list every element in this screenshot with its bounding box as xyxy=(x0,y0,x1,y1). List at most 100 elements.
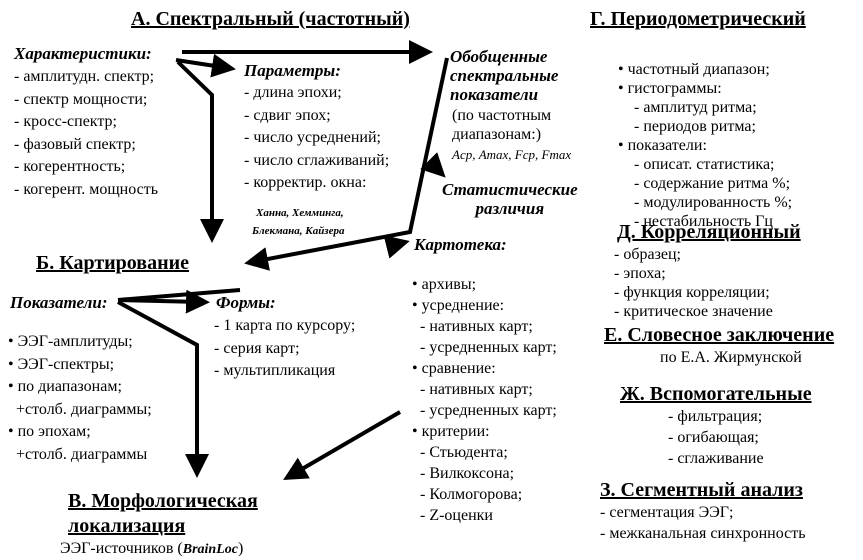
list-item: • гистограммы: xyxy=(618,80,722,97)
forms-title: Формы: xyxy=(216,293,276,312)
params-list: - длина эпохи; - сдвиг эпох; - число усред… xyxy=(244,82,389,195)
windows-line: Ханна, Хемминга, xyxy=(256,207,344,219)
title-line: спектральные xyxy=(450,66,559,85)
section-g-title: Г. Периодометрический xyxy=(590,8,806,30)
section-d-title: Д. Корреляционный xyxy=(617,221,801,243)
list-item: - образец; xyxy=(614,246,681,263)
characteristics-list: - амплитудн. спектр; - спектр мощности; - … xyxy=(14,66,158,201)
params-title: Параметры: xyxy=(244,61,341,80)
generalized-vars: Aср, Amax, Fср, Fmax xyxy=(452,147,572,162)
list-item: • ЭЭГ-спектры; xyxy=(8,355,115,373)
list-item: - функция корреляции; xyxy=(614,284,770,301)
title-line: локализация xyxy=(68,515,186,537)
indicators-list: • ЭЭГ-амплитуды; • ЭЭГ-спектры; • по диапа… xyxy=(8,315,152,466)
subtitle-text: ЭЭГ-источников ( xyxy=(60,540,183,557)
section-z-title: З. Сегментный анализ xyxy=(600,479,803,501)
list-item: - длина эпохи; xyxy=(244,84,342,101)
generalized-subtitle: (по частотным диапазонам:) xyxy=(452,106,551,144)
list-item: - содержание ритма %; xyxy=(618,175,791,192)
list-item: - нативных карт; xyxy=(412,318,533,335)
title-line: Обобщенные xyxy=(450,47,548,66)
list-item: +столб. диаграммы; xyxy=(8,400,152,418)
subtitle-end: ) xyxy=(237,540,244,557)
subtitle-line: диапазонам:) xyxy=(452,126,542,143)
subtitle-line: (по частотным xyxy=(452,107,552,124)
list-item: - периодов ритма; xyxy=(618,118,756,135)
brainloc-label: BrainLoc xyxy=(182,542,238,557)
section-d-list: - образец; - эпоха; - функция корреляции; -… xyxy=(614,245,773,321)
list-item: - 1 карта по курсору; xyxy=(214,317,356,334)
list-item: • архивы; xyxy=(412,276,477,293)
connector-line xyxy=(117,288,241,302)
cardfile-title: Картотека: xyxy=(414,235,507,254)
list-item: - огибающая; xyxy=(668,429,759,446)
arrow-to-stat xyxy=(420,152,446,178)
list-item: - мультипликация xyxy=(214,362,336,379)
list-item: • усреднение: xyxy=(412,297,505,314)
list-item: - усредненных карт; xyxy=(412,339,557,356)
list-item: - сдвиг эпох; xyxy=(244,106,331,124)
list-item: - межканальная синхронность xyxy=(600,525,806,542)
list-item: • ЭЭГ-амплитуды; xyxy=(8,333,133,350)
arrow-to-localization xyxy=(117,300,209,478)
list-item: - сегментация ЭЭГ; xyxy=(600,504,734,521)
list-item: - фильтрация; xyxy=(668,408,763,425)
section-a-title: А. Спектральный (частотный) xyxy=(131,8,410,30)
list-item: - эпоха; xyxy=(614,265,666,282)
list-item: • частотный диапазон; xyxy=(618,61,770,78)
arrow-to-params xyxy=(175,53,236,78)
list-item: - серия карт; xyxy=(214,339,300,357)
list-item: - спектр мощности; xyxy=(14,90,148,108)
list-item: - Колмогорова; xyxy=(412,486,523,503)
list-item: - Вилкоксона; xyxy=(412,465,515,482)
list-item: - усредненных карт; xyxy=(412,402,557,419)
section-b-title: Б. Картирование xyxy=(36,252,190,274)
section-zh-list: - фильтрация; - огибающая; - сглаживание xyxy=(668,406,764,469)
section-v-subtitle: ЭЭГ-источников (BrainLoc) xyxy=(60,541,243,557)
list-item: - когерентность; xyxy=(14,158,126,175)
arrow-to-mapping xyxy=(176,60,224,243)
list-item: - описат. статистика; xyxy=(618,156,775,173)
section-z-list: - сегментация ЭЭГ; - межканальная синхрон… xyxy=(600,502,806,544)
cardfile-list: • архивы;• усреднение: - нативных карт; … xyxy=(412,258,557,526)
arrow-cardfile-to-localization xyxy=(283,410,402,481)
list-item: - Стьюдента; xyxy=(412,444,508,461)
list-item: - модулированность %; xyxy=(618,194,793,211)
section-zh-title: Ж. Вспомогательные xyxy=(620,383,812,405)
list-item: - критическое значение xyxy=(614,303,773,320)
list-item: +столб. диаграммы xyxy=(8,445,148,463)
list-item: - амплитудн. спектр; xyxy=(14,68,155,85)
list-item: - число усреднений; xyxy=(244,129,381,146)
list-item: • по диапазонам; xyxy=(8,378,122,395)
section-v-title: В. Морфологическая локализация xyxy=(68,489,258,539)
list-item: - нестабильность Гц xyxy=(618,213,773,230)
list-item: • сравнение: xyxy=(412,360,496,377)
list-item: - сглаживание xyxy=(668,450,764,467)
characteristics-title: Характеристики: xyxy=(14,44,152,63)
windows-line: Блекмана, Кайзера xyxy=(252,225,345,237)
list-item: • критерии: xyxy=(412,423,490,440)
forms-list: - 1 карта по курсору; - серия карт; - муль… xyxy=(214,315,355,383)
list-item: - фазовый спектр; xyxy=(14,135,136,153)
list-item: - Z-оценки xyxy=(412,507,493,524)
list-item: • по эпохам; xyxy=(8,423,91,440)
list-item: - когерент. мощность xyxy=(14,180,158,198)
title-line: В. Морфологическая xyxy=(68,490,258,512)
list-item: • показатели: xyxy=(618,137,707,154)
list-item: - амплитуд ритма; xyxy=(618,99,757,116)
list-item: - число сглаживаний; xyxy=(244,151,390,169)
title-line: различия xyxy=(475,199,545,218)
title-line: показатели xyxy=(450,85,539,104)
section-e-subtitle: по Е.А. Жирмунской xyxy=(660,349,802,366)
section-g-list: • частотный диапазон; • гистограммы: - ам… xyxy=(618,44,792,231)
arrow-to-cardfile xyxy=(383,235,410,259)
list-item: - корректир. окна: xyxy=(244,174,367,191)
section-e-title: Е. Словесное заключение xyxy=(604,324,835,346)
title-line: Статистические xyxy=(442,180,578,199)
indicators-title: Показатели: xyxy=(10,293,108,312)
list-item: - нативных карт; xyxy=(412,381,533,398)
